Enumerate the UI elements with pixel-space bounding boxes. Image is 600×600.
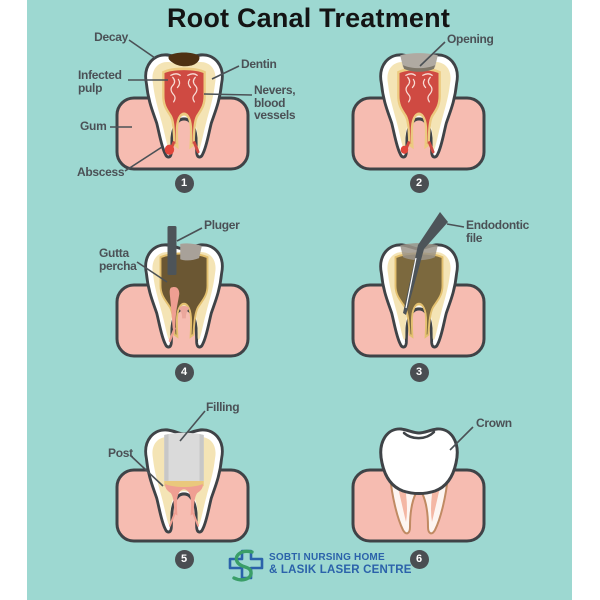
tooth-cross-section-4 [144, 243, 224, 349]
panel-1-diseased-tooth [110, 39, 253, 172]
file-highlight [405, 257, 417, 309]
canal-lines-5 [168, 512, 200, 527]
leader-lines-3 [446, 223, 465, 228]
label-gum: Gum [80, 119, 107, 133]
leader-lines-6 [449, 426, 474, 451]
post-area [165, 483, 203, 516]
step-badge-3: 3 [409, 362, 429, 382]
clinic-subtitle: & LASIK LASER CENTRE [269, 564, 412, 576]
gutta-percha-material [169, 286, 180, 331]
panel-3-endodontic-file [351, 212, 486, 358]
filling-edge-right [199, 434, 204, 481]
label-endodontic-file: Endodontic file [466, 218, 529, 245]
label-opening: Opening [447, 32, 494, 46]
filling-edge-left [164, 434, 169, 481]
tooth-cross-section-1 [144, 52, 224, 159]
tooth-cross-section-5 [144, 428, 224, 534]
leader-lines-2 [419, 41, 446, 67]
decay-spot [168, 52, 200, 67]
filling-block [164, 432, 204, 481]
plugger-instrument [167, 226, 177, 275]
clinic-logo-icon [228, 549, 264, 582]
panel-2-opening [351, 41, 486, 171]
step-badge-1: 1 [174, 173, 194, 193]
step-badge-2: 2 [409, 173, 429, 193]
label-abscess: Abscess [77, 165, 125, 179]
opening-gray-4 [180, 243, 202, 261]
leader-lines-4 [136, 227, 203, 283]
label-pluger: Pluger [204, 218, 240, 232]
label-decay: Decay [94, 30, 128, 44]
page-title: Root Canal Treatment [166, 3, 451, 33]
panel-6-crown [351, 426, 486, 543]
label-crown: Crown [476, 416, 512, 430]
step-badge-4: 4 [174, 362, 194, 382]
step-badge-5: 5 [174, 549, 194, 569]
abscess-spot [164, 144, 175, 155]
leader-lines-5 [129, 410, 206, 487]
gutta-canal-line [168, 327, 176, 343]
clinic-logo: SOBTI NURSING HOME & LASIK LASER CENTRE [264, 546, 412, 576]
crown-cap [379, 427, 459, 496]
label-post: Post [108, 446, 133, 460]
label-dentin: Dentin [241, 57, 277, 71]
step-badge-6: 6 [409, 549, 429, 569]
label-filling: Filling [206, 400, 240, 414]
panel-5-post-filling [115, 410, 250, 543]
tooth-cross-section-2 [379, 53, 459, 159]
label-gutta-percha: Gutta percha [99, 246, 137, 273]
leader-lines-1 [110, 39, 253, 172]
label-nerves-blood-vessels: Nevers, blood vessels [254, 83, 296, 122]
gutta-percha-arch [178, 305, 190, 319]
clinic-name: SOBTI NURSING HOME [269, 552, 385, 563]
crown-contour-line [402, 430, 436, 440]
label-infected-pulp: Infected pulp [78, 68, 122, 95]
abscess-spot-2 [400, 145, 409, 154]
endodontic-file-instrument [403, 212, 448, 315]
panel-4-gutta-percha [115, 226, 250, 358]
